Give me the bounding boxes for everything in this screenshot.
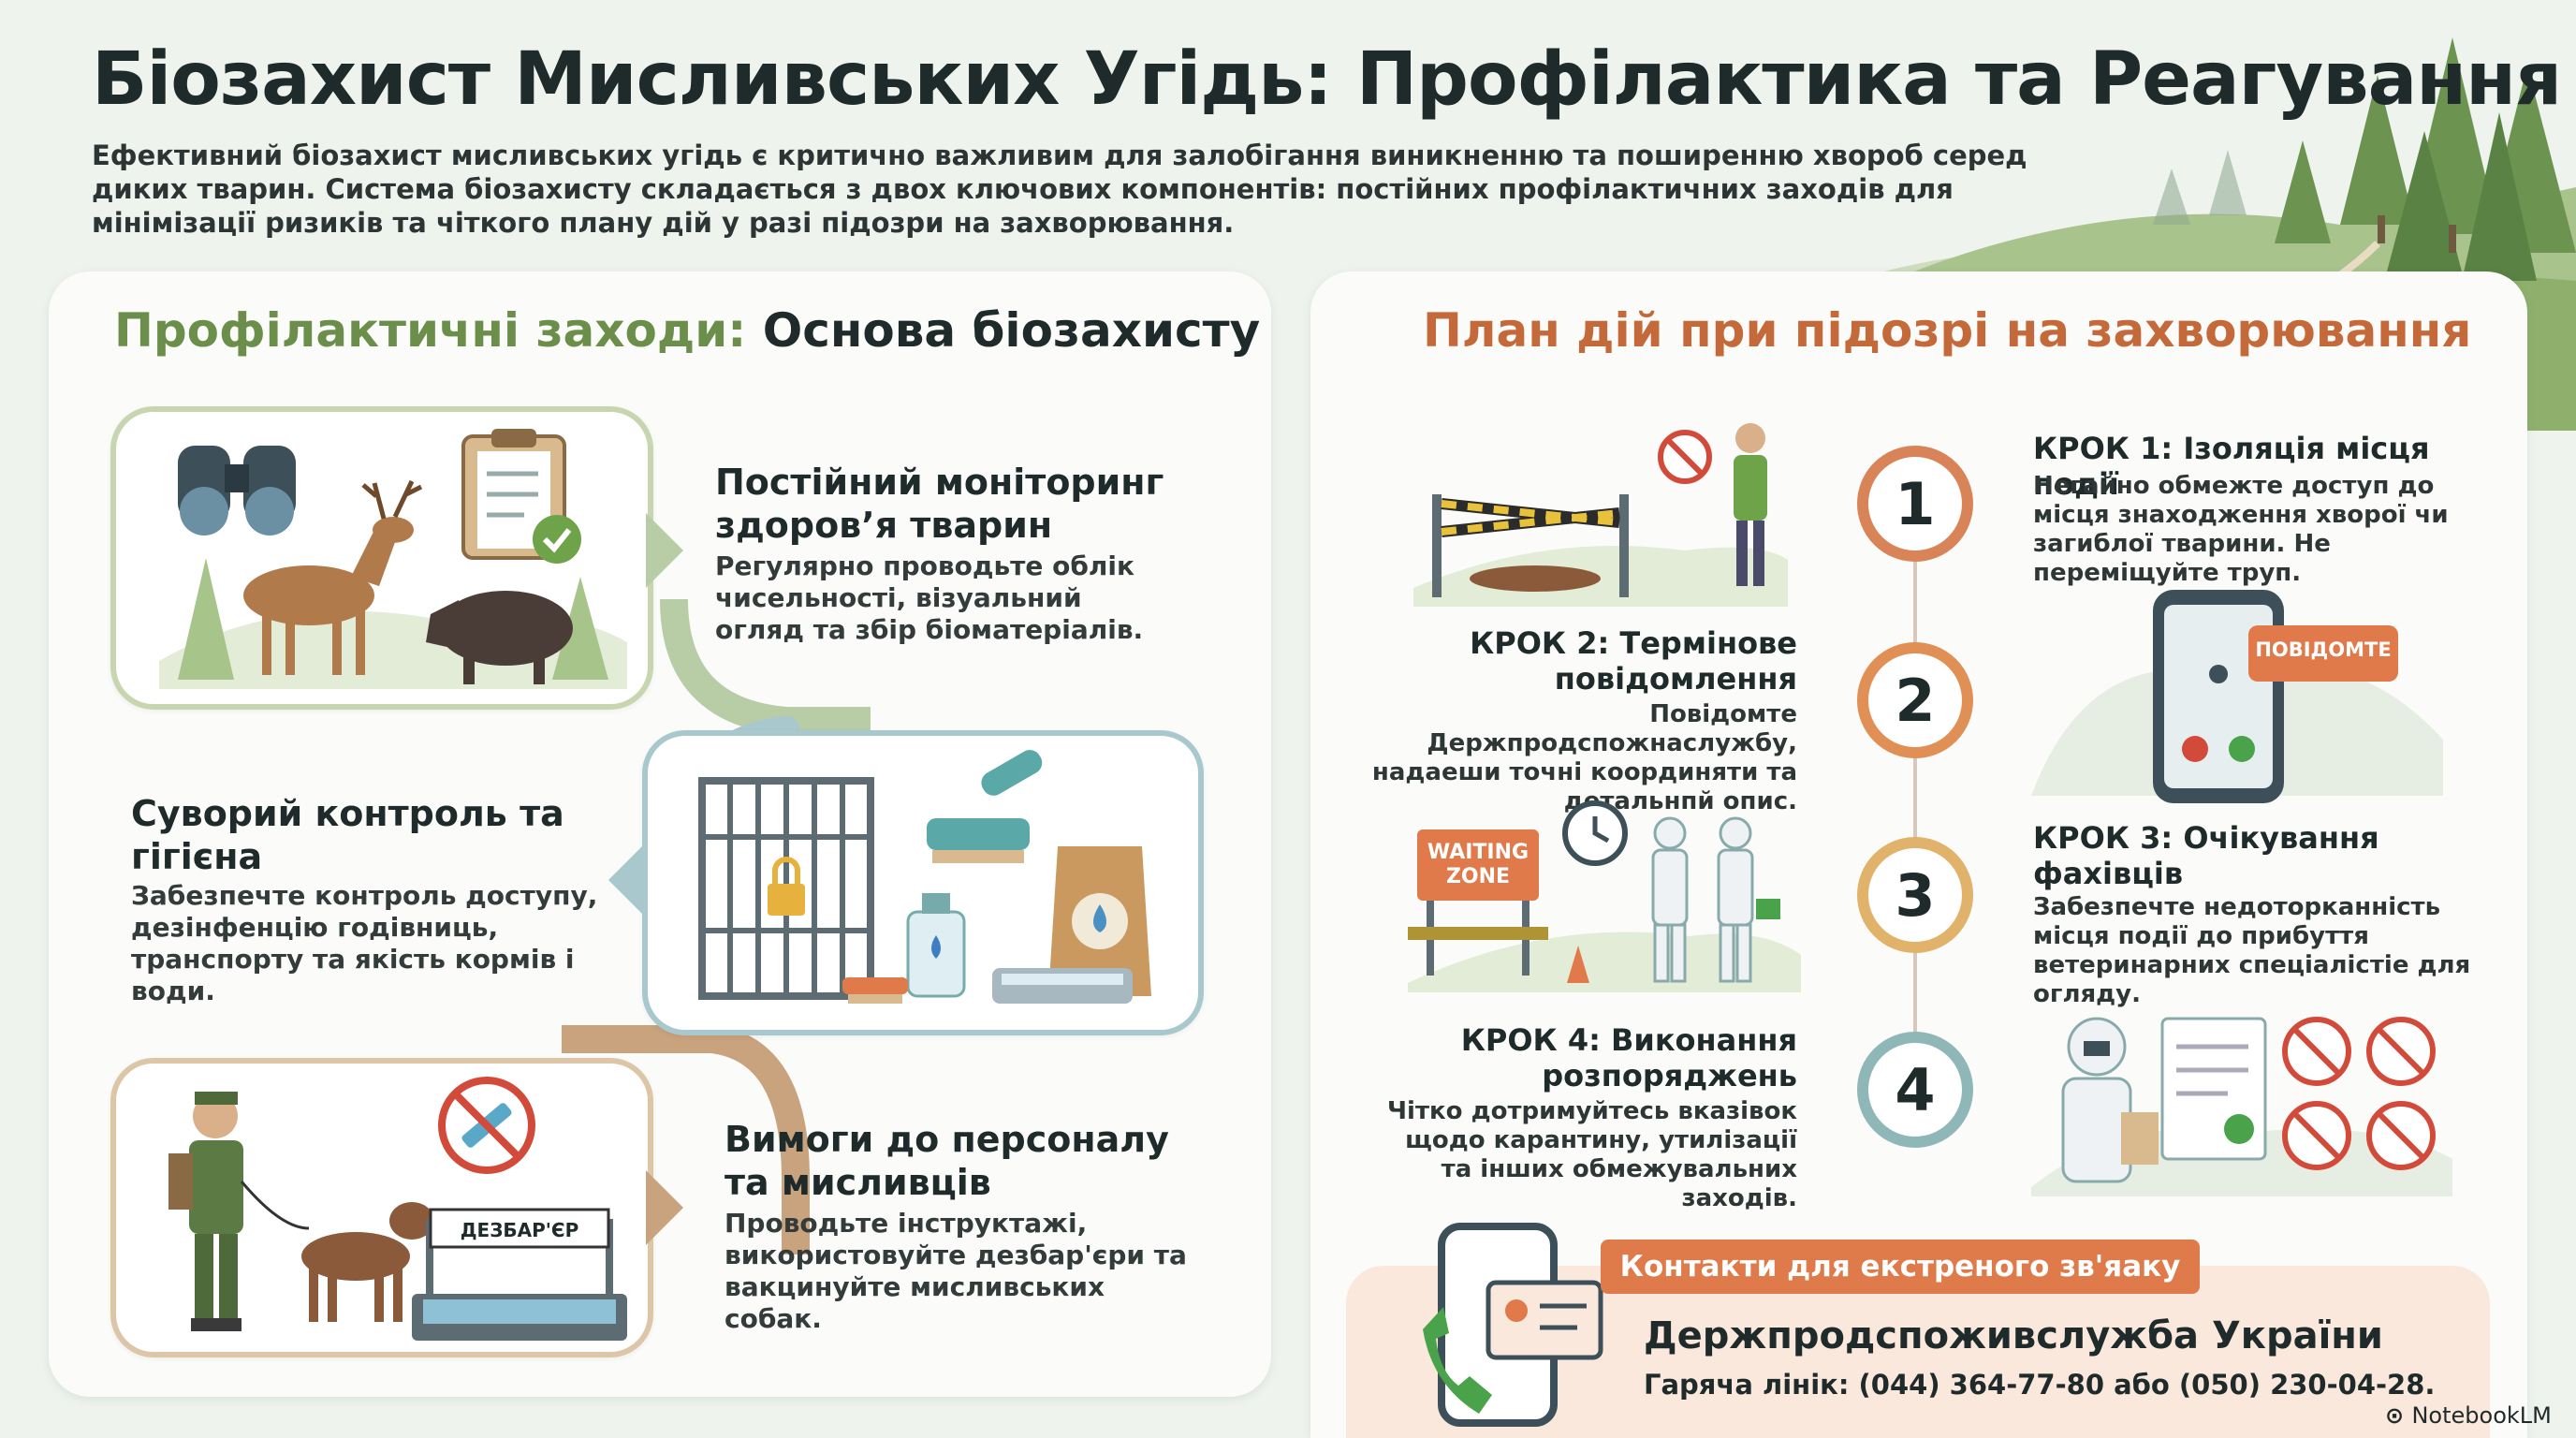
smartphone-icon — [2153, 590, 2284, 803]
personnel-title: Вимоги до персоналу та мисливців — [724, 1119, 1169, 1203]
card-pointer — [646, 513, 683, 588]
step-4-number: 4 — [1857, 1032, 1973, 1148]
orders-illustration — [2031, 1017, 2452, 1196]
contacts-badge: Контакти для екстреного зв'яаку — [1601, 1240, 2200, 1294]
brand-watermark: ⊙ NotebookLM — [2385, 1402, 2552, 1429]
feed-bag-icon — [1048, 846, 1151, 996]
waiting-illustration — [1408, 800, 1801, 992]
step-3-title: КРОК 3: Очікування фахівців — [2033, 820, 2379, 891]
card-pointer — [608, 843, 646, 917]
monitoring-title: Постійний моніторинг здоров’я тварин — [715, 462, 1164, 546]
step-2-number: 2 — [1857, 642, 1973, 758]
phone-contact-icon — [1423, 1223, 1603, 1427]
brush-icon — [842, 977, 908, 1004]
phone-bubble-label: ПОВІДОМТЕ — [2255, 638, 2392, 661]
hygiene-desc: Забезпечте контроль доступу, дезінфенцію… — [131, 880, 598, 1006]
contacts-hotline: Гаряча лінік: (044) 364-77-80 або (050) … — [1644, 1369, 2436, 1401]
locked-gate-icon — [698, 777, 874, 1000]
hygiene-title: Суворий контроль та гігієна — [131, 793, 564, 877]
step-3-desc: Забезпечте недоторканність місця події д… — [2033, 893, 2471, 1008]
clock-icon — [1562, 800, 1628, 866]
step-4-title: КРОК 4: Виконання розпоряджень — [1460, 1022, 1797, 1093]
step-1-title: КРОК 1: Ізоляція місця події — [2033, 431, 2430, 502]
intro-paragraph: Ефективний біозахист мисливських угідь є… — [92, 139, 2027, 239]
personnel-illustration — [168, 1077, 627, 1341]
prevention-panel-title: Профілактичні заходи: Основа біозахисту — [114, 303, 1261, 358]
step-3-number: 3 — [1857, 837, 1973, 953]
step-1-desc: Негайно обмежте доступ до місця знаходже… — [2033, 472, 2449, 587]
phone-call-illustration — [2031, 590, 2443, 803]
document-checklist-icon — [2160, 1017, 2267, 1161]
isolation-illustration — [1413, 423, 1788, 607]
dog-icon — [301, 1202, 446, 1322]
timeline-line — [1913, 562, 1917, 1086]
personnel-desc: Проводьте інструктажі, використовуйте де… — [724, 1208, 1187, 1334]
water-trough-icon — [992, 968, 1133, 1004]
monitoring-illustration — [159, 429, 627, 689]
card-pointer — [646, 1170, 683, 1245]
prohibition-icons — [2282, 1017, 2436, 1170]
contacts-organization: Держпродспоживслужба України — [1644, 1314, 2383, 1357]
response-panel-title: План дій при підозрі на захворювання — [1423, 303, 2472, 358]
worker-icon — [1734, 423, 1767, 586]
no-syringe-icon — [438, 1077, 535, 1174]
hunter-icon — [168, 1092, 243, 1331]
deer-icon — [243, 479, 423, 675]
disinfectant-spray-icon — [906, 893, 966, 998]
hazmat-worker-icon — [1651, 816, 1754, 983]
boar-icon — [426, 591, 573, 684]
step-4-desc: Чітко дотримуйтесь вказівок щодо каранти… — [1387, 1097, 1797, 1212]
step-2-desc: Повідомте Держпродспожнаслужбу, надаеши … — [1371, 700, 1797, 815]
binoculars-icon — [178, 446, 296, 536]
step-2-title: КРОК 2: Термінове повідомлення — [1470, 625, 1797, 697]
disinfection-mat-icon — [412, 1208, 627, 1341]
notebooklm-logo-icon: ⊙ — [2385, 1402, 2412, 1429]
monitoring-desc: Регулярно проводьте облік чисельності, в… — [715, 550, 1144, 645]
hygiene-illustration — [698, 750, 1151, 1004]
disinfection-mat-label: ДЕЗБАР'ЄР — [460, 1219, 579, 1241]
clipboard-check-icon — [461, 429, 581, 564]
step-1-number: 1 — [1857, 446, 1973, 562]
scrub-brush-icon — [927, 750, 1043, 863]
page-title: Біозахист Мисливських Угідь: Профілактик… — [92, 37, 2562, 122]
inspector-icon — [2061, 1017, 2132, 1183]
